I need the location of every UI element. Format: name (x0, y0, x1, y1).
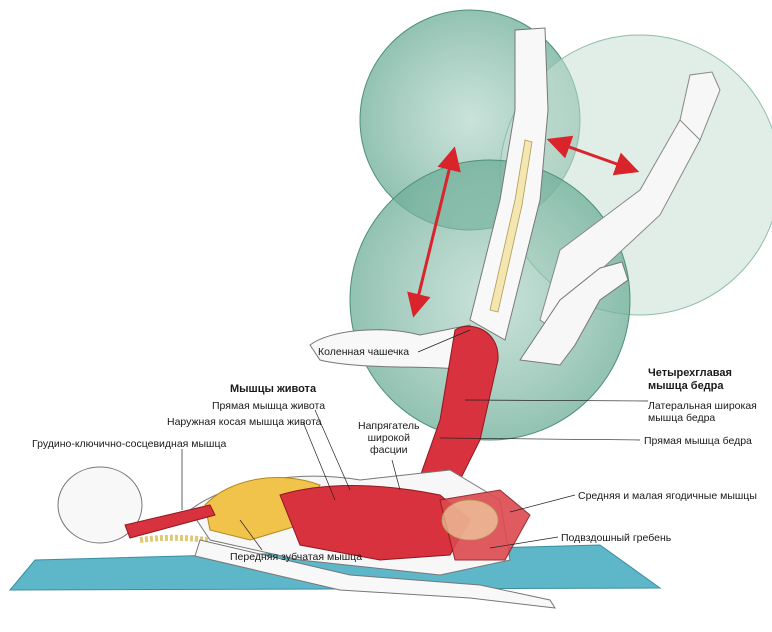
label-rectus-femoris: Прямая мышца бедра (644, 435, 752, 447)
spine (139, 534, 211, 543)
label-iliac-crest: Подвздошный гребень (561, 532, 672, 544)
arrow-horizontal (546, 135, 640, 176)
label-kneecap: Коленная чашечка (318, 346, 410, 358)
head (57, 466, 143, 544)
label-serratus-anterior: Передняя зубчатая мышца (230, 551, 363, 563)
label-external-oblique: Наружная косая мышца живота (167, 416, 322, 428)
pelvis-bone (441, 499, 499, 541)
foot-faded (679, 71, 721, 141)
arrow-vertical (407, 146, 461, 318)
tibia-bone (489, 139, 533, 313)
label-gluteus: Средняя и малая ягодичные мышцы (578, 490, 757, 502)
label-abdominal-header: Мышцы живота (230, 383, 317, 395)
label-vastus-lateralis: Латеральная широкая мышца бедра (648, 400, 757, 425)
label-quadriceps-header: Четырехглавая мышца бедра (648, 367, 732, 392)
leader-lines (181, 329, 649, 551)
label-sternocleidomastoid: Грудино-ключично-сосцевидная мышца (32, 438, 227, 450)
bent-leg (519, 261, 629, 366)
neck-muscle (124, 504, 216, 539)
main-leg (469, 27, 549, 341)
label-rectus-abdominis: Прямая мышца живота (212, 400, 326, 412)
arm (194, 539, 556, 609)
label-tensor-fasciae-latae: Напрягатель широкой фасции (358, 420, 420, 457)
